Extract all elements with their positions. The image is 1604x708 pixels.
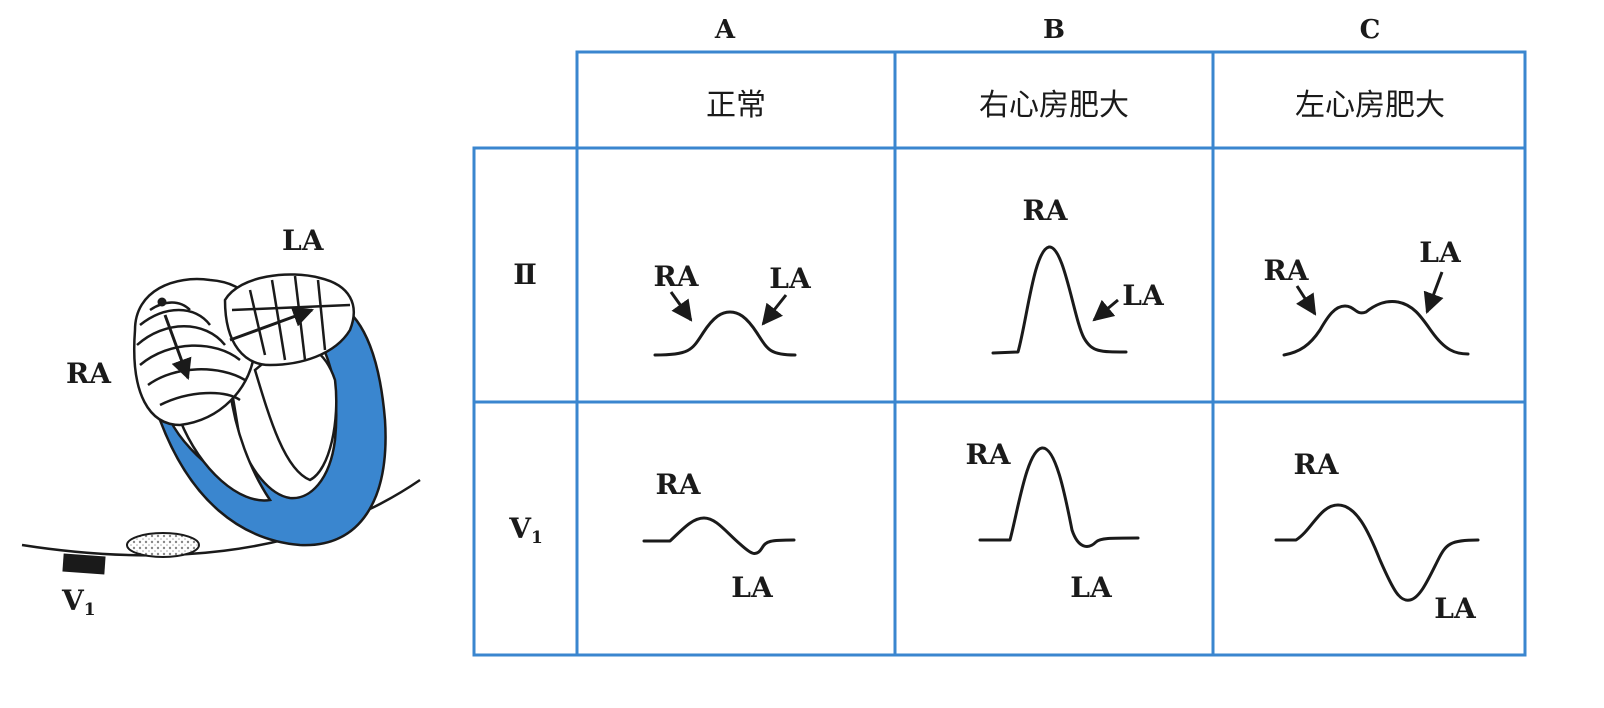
column-letter-a: A bbox=[714, 15, 736, 45]
v1-normal-ra-label: RA bbox=[656, 468, 702, 501]
row-label-lead-ii: Ⅱ bbox=[513, 258, 537, 291]
p-wave-ii-rae bbox=[991, 245, 1128, 355]
row-label-lead-v1: V1 bbox=[508, 512, 543, 548]
ii-rae-ra-label: RA bbox=[1023, 194, 1069, 227]
v1-normal-la-label: LA bbox=[731, 571, 774, 604]
ii-rae-la-label: LA bbox=[1122, 279, 1165, 312]
table-grid bbox=[472, 50, 1527, 657]
ii-lae-la-arrow bbox=[1423, 271, 1444, 314]
ra-activation-arcs bbox=[136, 301, 246, 407]
column-title-normal: 正常 bbox=[706, 88, 766, 123]
ra-activation-arrow bbox=[163, 314, 192, 380]
esophagus-oval bbox=[126, 532, 200, 558]
cell-v1-lae: RA LA bbox=[1274, 448, 1480, 625]
heart-la-label: LA bbox=[282, 224, 325, 257]
p-wave-ii-lae bbox=[1282, 300, 1470, 357]
heart-v1-label: V1 bbox=[61, 584, 96, 620]
column-letter-c: C bbox=[1360, 15, 1381, 45]
p-wave-v1-rae bbox=[978, 446, 1140, 548]
heart-illustration: LA RA V1 bbox=[21, 224, 421, 620]
p-wave-v1-lae bbox=[1274, 503, 1480, 602]
cell-ii-normal: RA LA bbox=[653, 260, 812, 357]
v1-electrode bbox=[62, 553, 106, 575]
cell-v1-rae: RA LA bbox=[966, 438, 1140, 604]
ii-lae-ra-arrow bbox=[1295, 285, 1317, 316]
cell-ii-rae: RA LA bbox=[991, 194, 1165, 355]
ii-normal-la-arrow bbox=[761, 294, 788, 326]
p-wave-v1-normal bbox=[642, 516, 796, 555]
p-wave-ii-normal bbox=[653, 310, 797, 357]
ii-normal-ra-label: RA bbox=[654, 260, 700, 293]
column-title-left-atrial-enlargement: 左心房肥大 bbox=[1295, 88, 1445, 123]
ii-lae-la-label: LA bbox=[1419, 236, 1462, 269]
ii-rae-la-arrow bbox=[1092, 298, 1119, 322]
sinus-node-dot bbox=[157, 297, 167, 307]
ii-normal-ra-arrow bbox=[669, 291, 693, 322]
la-activation-arrow bbox=[229, 306, 314, 342]
cell-ii-lae: RA LA bbox=[1264, 236, 1470, 357]
v1-lae-la-label: LA bbox=[1434, 592, 1477, 625]
ii-lae-ra-label: RA bbox=[1264, 254, 1310, 287]
cell-v1-normal: RA LA bbox=[642, 468, 796, 604]
v1-lae-ra-label: RA bbox=[1294, 448, 1340, 481]
v1-rae-ra-label: RA bbox=[966, 438, 1012, 471]
heart-ra-label: RA bbox=[66, 357, 112, 390]
column-letter-b: B bbox=[1043, 15, 1065, 45]
column-title-right-atrial-enlargement: 右心房肥大 bbox=[979, 88, 1129, 123]
v1-rae-la-label: LA bbox=[1070, 571, 1113, 604]
ii-normal-la-label: LA bbox=[769, 262, 812, 295]
